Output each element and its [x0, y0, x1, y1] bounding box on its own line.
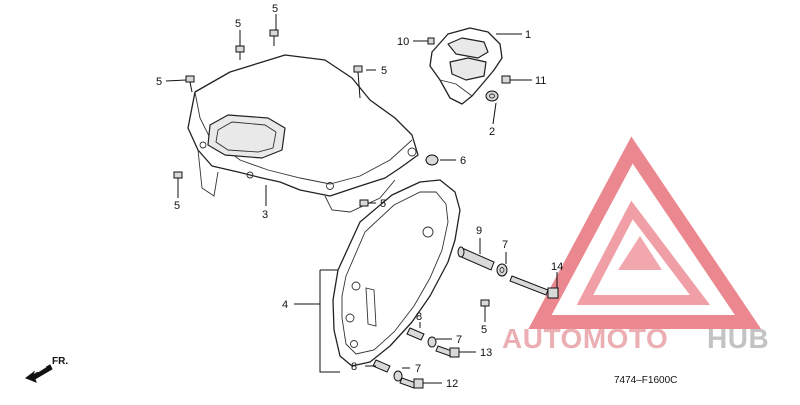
bolt-5-middle: [359, 199, 369, 207]
callout-7-middle: 7: [456, 334, 462, 346]
bolt-5-lower-right: [480, 299, 490, 316]
diagram-code: 7474–F1600C: [614, 375, 677, 386]
callout-5-top-left: 5: [235, 18, 241, 30]
washer-7-middle: [427, 336, 437, 348]
callout-5-top: 5: [272, 3, 278, 15]
callout-5-middle: 5: [380, 198, 386, 210]
callout-10: 10: [397, 36, 409, 48]
callout-2: 2: [489, 126, 495, 138]
screw-part-11: [501, 75, 511, 84]
side-cover-part-4: [332, 179, 461, 367]
bolt-part-12: [399, 377, 424, 389]
washer-7-lower: [393, 370, 403, 382]
bolt-part-14: [509, 275, 559, 299]
callout-13: 13: [480, 347, 492, 359]
upper-cover-part-3: [187, 54, 419, 213]
callout-5-lower-right: 5: [481, 324, 487, 336]
watermark-brand-b: HUB: [707, 323, 769, 354]
callout-4: 4: [282, 299, 288, 311]
callout-7-upper: 7: [502, 239, 508, 251]
screw-part-10: [427, 37, 435, 45]
grommet-part-2: [485, 90, 499, 102]
callout-8-lower: 8: [351, 361, 357, 373]
callout-3: 3: [262, 209, 268, 221]
callout-labels: 5 5 5 5 5 5 5 3 6 2 11 10 1 4 9 7 14 8 7…: [156, 3, 563, 390]
collar-part-8-lower: [372, 359, 391, 373]
watermark-logo: AUTOMOTO HUB: [502, 136, 769, 354]
spacer-part-9: [457, 246, 495, 271]
callout-6: 6: [460, 155, 466, 167]
front-direction-indicator: FR.: [24, 356, 68, 383]
front-label: FR.: [52, 356, 68, 367]
bracket-part-1: [429, 27, 503, 105]
callout-5-right-top: 5: [381, 65, 387, 77]
callout-9: 9: [476, 225, 482, 237]
collar-part-8-upper: [406, 327, 425, 341]
callout-1: 1: [525, 29, 531, 41]
watermark-brand-a: AUTOMOTO: [502, 323, 668, 354]
washer-7-upper: [496, 263, 508, 277]
leader-lines: [165, 14, 558, 384]
callout-8-upper: 8: [416, 311, 422, 323]
bolt-5-top-left: [235, 45, 245, 60]
bolt-5-right-top: [353, 65, 363, 99]
grommet-part-6: [425, 154, 439, 166]
callout-12: 12: [446, 378, 458, 390]
bolt-5-left: [185, 75, 195, 93]
bolt-5-lower-left: [173, 171, 183, 179]
callout-5-left: 5: [156, 76, 162, 88]
callout-14: 14: [551, 261, 563, 273]
bolt-part-13: [435, 345, 460, 358]
callout-7-lower: 7: [415, 363, 421, 375]
bolt-5-top: [269, 29, 279, 46]
front-arrow-icon: [24, 364, 53, 383]
callout-5-lower-left: 5: [174, 200, 180, 212]
callout-11: 11: [535, 75, 546, 87]
